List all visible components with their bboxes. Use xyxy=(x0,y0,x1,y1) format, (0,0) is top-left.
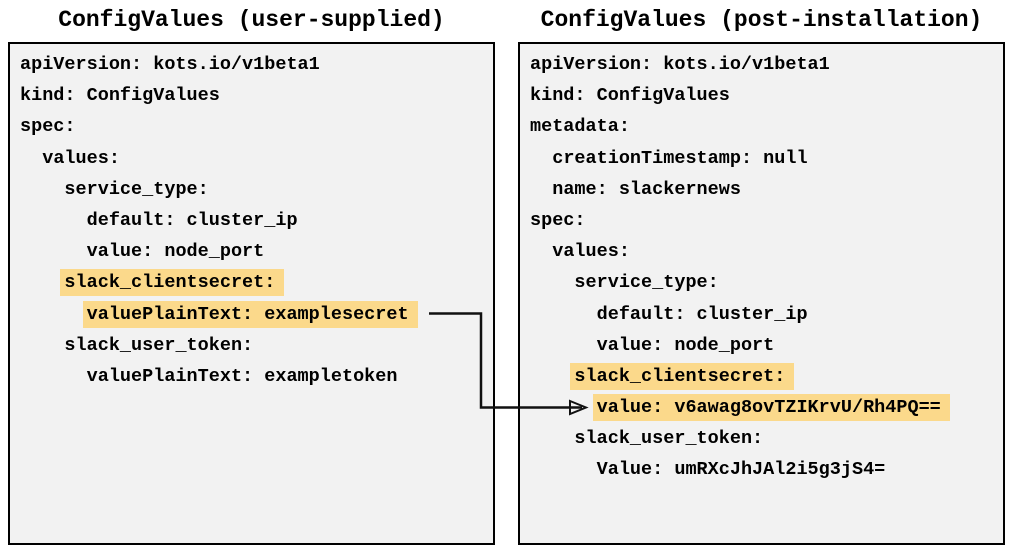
code-text: name: slackernews xyxy=(552,178,741,200)
code-line: values: xyxy=(530,236,1003,267)
code-text: valuePlainText: exampletoken xyxy=(86,365,398,387)
code-line: valuePlainText: exampletoken xyxy=(20,361,493,392)
code-line: slack_user_token: xyxy=(530,423,1003,454)
user-supplied-config-box: apiVersion: kots.io/v1beta1 kind: ConfigV… xyxy=(8,42,495,545)
left-panel-title: ConfigValues (user-supplied) xyxy=(58,7,445,33)
code-line: slack_clientsecret: xyxy=(20,267,493,298)
code-line: creationTimestamp: null xyxy=(530,143,1003,174)
code-line: value: node_port xyxy=(530,330,1003,361)
code-line: name: slackernews xyxy=(530,174,1003,205)
right-panel-title: ConfigValues (post-installation) xyxy=(540,7,983,33)
code-text: service_type: xyxy=(574,272,719,294)
code-text: slack_user_token: xyxy=(64,334,254,356)
code-line: default: cluster_ip xyxy=(20,205,493,236)
code-text: values: xyxy=(552,241,630,263)
code-text: service_type: xyxy=(64,178,209,200)
code-line: default: cluster_ip xyxy=(530,299,1003,330)
highlighted-code-text: slack_clientsecret: xyxy=(60,269,285,297)
code-line: Value: umRXcJhJAl2i5g3jS4= xyxy=(530,454,1003,485)
post-installation-config-box: apiVersion: kots.io/v1beta1 kind: ConfigV… xyxy=(518,42,1005,545)
code-text: creationTimestamp: null xyxy=(552,147,808,169)
code-text: default: cluster_ip xyxy=(86,209,298,231)
code-text: Value: umRXcJhJAl2i5g3jS4= xyxy=(596,459,886,481)
code-text: values: xyxy=(42,147,120,169)
code-line: kind: ConfigValues xyxy=(20,80,493,111)
code-text: value: node_port xyxy=(596,334,775,356)
code-line: values: xyxy=(20,143,493,174)
code-text: slack_user_token: xyxy=(574,428,764,450)
code-line: metadata: xyxy=(530,111,1003,142)
code-line: spec: xyxy=(20,111,493,142)
highlighted-code-text: slack_clientsecret: xyxy=(570,362,795,390)
code-line: value: node_port xyxy=(20,236,493,267)
code-line: kind: ConfigValues xyxy=(530,80,1003,111)
code-text: apiVersion: kots.io/v1beta1 xyxy=(20,54,320,75)
highlighted-code-text: valuePlainText: examplesecret xyxy=(82,300,418,328)
code-line: slack_clientsecret: xyxy=(530,361,1003,392)
code-line: value: v6awag8ovTZIKrvU/Rh4PQ== xyxy=(530,392,1003,423)
code-line: valuePlainText: examplesecret xyxy=(20,299,493,330)
code-text: spec: xyxy=(530,209,586,231)
code-text: kind: ConfigValues xyxy=(530,85,730,107)
code-line: service_type: xyxy=(20,174,493,205)
code-text: spec: xyxy=(20,116,76,138)
code-line: service_type: xyxy=(530,267,1003,298)
code-text: kind: ConfigValues xyxy=(20,85,220,107)
code-line: spec: xyxy=(530,205,1003,236)
code-text: metadata: xyxy=(530,116,630,138)
code-text: apiVersion: kots.io/v1beta1 xyxy=(530,54,830,75)
code-text: default: cluster_ip xyxy=(596,303,808,325)
code-text: value: node_port xyxy=(86,241,265,263)
code-line: slack_user_token: xyxy=(20,330,493,361)
code-line: apiVersion: kots.io/v1beta1 xyxy=(530,49,1003,80)
code-line: apiVersion: kots.io/v1beta1 xyxy=(20,49,493,80)
highlighted-code-text: value: v6awag8ovTZIKrvU/Rh4PQ== xyxy=(592,394,950,422)
